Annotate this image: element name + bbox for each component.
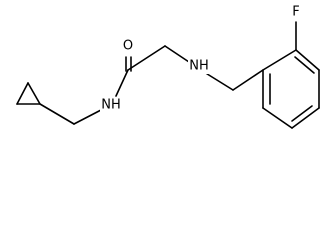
ring-bond-1 <box>262 49 297 71</box>
atom-amine-nitrogen: NH <box>188 58 210 74</box>
ring-bond-5 <box>262 107 293 129</box>
atom-fluorine: F <box>290 4 303 20</box>
atom-oxygen: O <box>121 38 135 54</box>
bond-ring-to-ch2 <box>39 103 75 125</box>
oxygen-label: O <box>123 39 133 54</box>
benzene-ring <box>262 49 320 129</box>
ring-bond-4 <box>291 107 320 129</box>
amide-nh-label: NH <box>101 98 121 113</box>
ring-double-2 <box>291 105 313 122</box>
chemical-structure-diagram: O NH NH F <box>16 4 320 129</box>
atom-amide-nitrogen: NH <box>100 97 122 113</box>
benzyl-link <box>203 69 264 91</box>
bond-ch2-to-amine <box>164 45 193 65</box>
amine-nh-label: NH <box>189 59 209 74</box>
bond-nh-to-carbonyl <box>115 69 129 97</box>
bond-cyclopropyl-2 <box>27 82 41 105</box>
bond-cyclopropyl-1 <box>16 82 29 105</box>
alkyl-chain <box>39 103 102 125</box>
amide-bonds <box>115 45 193 97</box>
bond-carbonyl-to-ch2 <box>127 45 166 71</box>
bond-benzyl-to-ring <box>232 69 264 91</box>
fluorine-label: F <box>292 5 299 20</box>
cyclopropyl-ring <box>16 82 41 105</box>
ring-bond-2 <box>295 49 320 71</box>
ring-double-1 <box>294 56 315 74</box>
bond-ch2-to-nh <box>73 109 102 125</box>
bond-amine-to-benzyl <box>203 71 234 91</box>
